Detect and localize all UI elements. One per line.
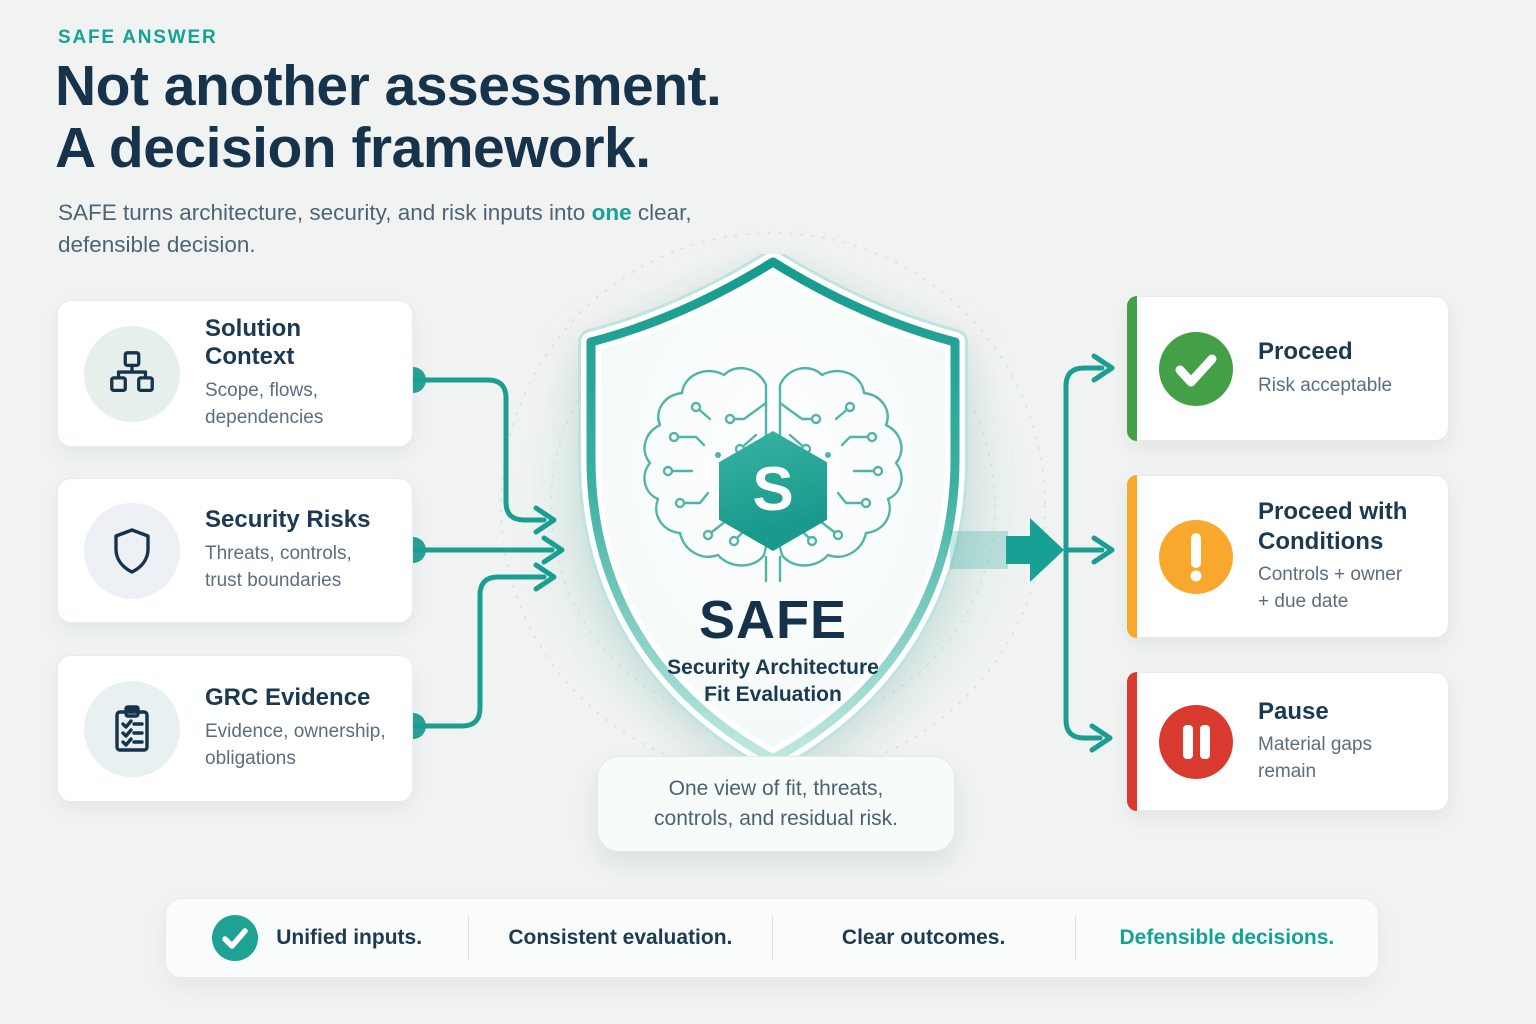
input-card-title: Security Risks (205, 506, 371, 534)
safe-logo-monogram: S (752, 454, 794, 524)
icon-circle (84, 680, 180, 777)
check-icon (212, 915, 259, 961)
safe-title: SAFE (698, 590, 848, 650)
input-card-security-risks: Security Risks Threats, controls, trust … (57, 478, 413, 623)
exclamation-icon (1159, 519, 1233, 594)
subtitle-text-before: SAFE turns architecture, security, and r… (58, 200, 586, 225)
shield-outline-icon (114, 527, 150, 574)
footer-item-label: Clear outcomes. (841, 926, 1006, 949)
safe-tagline: Security Architecture Fit Evaluation (667, 656, 879, 706)
clipboard-checklist-icon (115, 704, 149, 752)
outcome-card-desc: Material gaps remain (1258, 734, 1373, 783)
input-card-grc-evidence: GRC Evidence Evidence, ownership, obliga… (57, 655, 413, 802)
accent-bar-red (1127, 672, 1137, 811)
icon-circle (84, 325, 180, 422)
summary-pill: One view of fit, threats, controls, and … (597, 756, 955, 852)
icon-circle (84, 502, 180, 599)
input-card-solution-context: Solution Context Scope, flows, dependenc… (57, 300, 413, 447)
outcome-card-desc: Risk acceptable (1258, 374, 1393, 396)
outcome-card-text: Proceed with Conditions Controls + owner… (1258, 497, 1407, 615)
input-card-text: GRC Evidence Evidence, ownership, obliga… (205, 684, 386, 773)
outcome-card-title: Proceed (1258, 338, 1353, 366)
input-card-desc: Scope, flows, dependencies (205, 380, 324, 428)
footer-bar: Unified inputs. Consistent evaluation. C… (165, 898, 1379, 978)
outcome-card-pause: Pause Material gaps remain (1127, 672, 1449, 811)
footer-item-label: Defensible decisions. (1119, 926, 1335, 949)
accent-bar-green (1127, 296, 1137, 441)
subtitle-text-after: clear, defensible decision. (58, 200, 692, 257)
hierarchy-icon (110, 350, 154, 392)
outcome-card-proceed-with-conditions: Proceed with Conditions Controls + owner… (1127, 475, 1449, 638)
input-card-desc: Threats, controls, trust boundaries (205, 543, 352, 591)
input-card-title: GRC Evidence (205, 684, 371, 712)
outcome-card-text: Proceed Risk acceptable (1258, 337, 1392, 399)
outcome-card-desc: Controls + owner + due date (1258, 563, 1403, 612)
footer-item-consistent-evaluation: Consistent evaluation. (469, 899, 771, 977)
footer-item-clear-outcomes: Clear outcomes. (773, 899, 1075, 977)
footer-item-defensible-decisions: Defensible decisions. (1076, 899, 1378, 977)
outcome-card-title: Pause (1258, 697, 1329, 725)
subtitle-highlight: one (591, 200, 632, 225)
page-title: Not another assessment. A decision frame… (55, 54, 722, 180)
footer-divider (468, 916, 470, 960)
outcome-card-title: Proceed with Conditions (1258, 498, 1408, 555)
page-eyebrow: SAFE ANSWER (58, 27, 218, 48)
accent-bar-amber (1127, 475, 1137, 638)
footer-divider (1074, 916, 1076, 960)
check-icon (1159, 331, 1233, 406)
input-card-desc: Evidence, ownership, obligations (205, 721, 386, 769)
input-card-title: Solution Context (205, 315, 301, 371)
pause-icon (1159, 704, 1233, 779)
footer-item-unified-inputs: Unified inputs. (166, 899, 468, 977)
footer-divider (771, 916, 773, 960)
outcome-card-text: Pause Material gaps remain (1258, 697, 1372, 786)
page-subtitle: SAFE turns architecture, security, and r… (58, 197, 778, 260)
footer-item-label: Unified inputs. (276, 926, 423, 949)
input-card-text: Security Risks Threats, controls, trust … (205, 506, 370, 595)
footer-item-label: Consistent evaluation. (508, 926, 733, 949)
input-card-text: Solution Context Scope, flows, dependenc… (205, 315, 396, 432)
outcome-card-proceed: Proceed Risk acceptable (1127, 296, 1449, 441)
